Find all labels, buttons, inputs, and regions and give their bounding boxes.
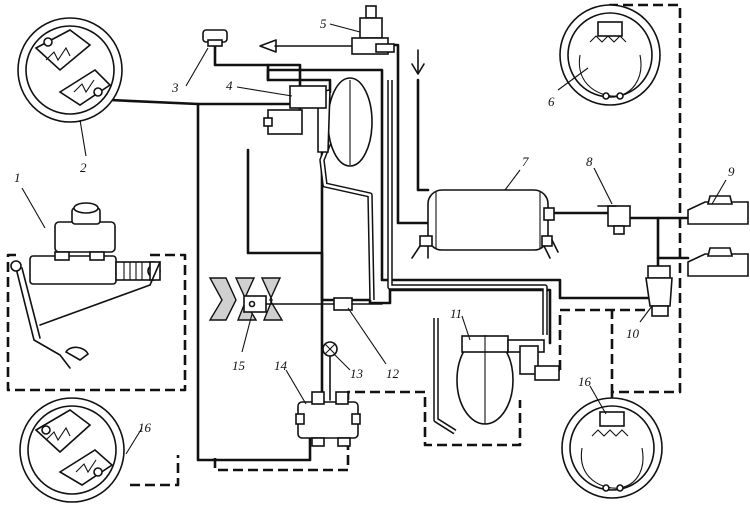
callout-16-rear-right: 16 [578, 374, 592, 389]
callout-4: 4 [226, 78, 233, 93]
callout-14: 14 [274, 358, 288, 373]
master-cylinder [29, 202, 161, 285]
callout-2: 2 [80, 160, 87, 175]
callout-5: 5 [320, 16, 327, 31]
shutoff-valve [597, 205, 631, 235]
vacuum-booster [263, 77, 373, 167]
callout-12: 12 [386, 366, 400, 381]
front-right-brake [559, 4, 661, 106]
callout-11: 11 [450, 306, 462, 321]
check-valve [202, 29, 228, 47]
leader-lines [21, 23, 727, 455]
rear-right-brake [561, 397, 663, 499]
air-lines [259, 39, 425, 75]
callout-6: 6 [548, 94, 555, 109]
rear-vacuum-booster [456, 335, 560, 425]
rear-left-brake [19, 397, 125, 503]
callout-8: 8 [586, 154, 593, 169]
brake-pedal [10, 260, 161, 369]
callout-labels: 1 2 3 4 5 6 7 8 9 10 11 12 13 14 15 16 1… [14, 16, 735, 435]
pressure-distributor [295, 391, 361, 447]
callout-1: 1 [14, 170, 21, 185]
callout-7: 7 [522, 154, 529, 169]
trailer-coupling-heads [687, 195, 749, 277]
front-left-brake [17, 17, 123, 123]
pressure-regulator [351, 5, 395, 55]
air-receiver [411, 189, 559, 259]
callout-9: 9 [728, 164, 735, 179]
callout-15: 15 [232, 358, 246, 373]
callout-10: 10 [626, 326, 640, 341]
parking-brake-cable [265, 297, 383, 311]
pedal-bracket [208, 277, 284, 321]
callout-3: 3 [171, 80, 179, 95]
solid-brake-lines [108, 43, 692, 462]
warning-lamp [322, 341, 338, 401]
callout-13: 13 [350, 366, 364, 381]
flexible-hoses [319, 80, 548, 435]
relay-valve [645, 265, 673, 317]
callout-16-rear-left: 16 [138, 420, 152, 435]
